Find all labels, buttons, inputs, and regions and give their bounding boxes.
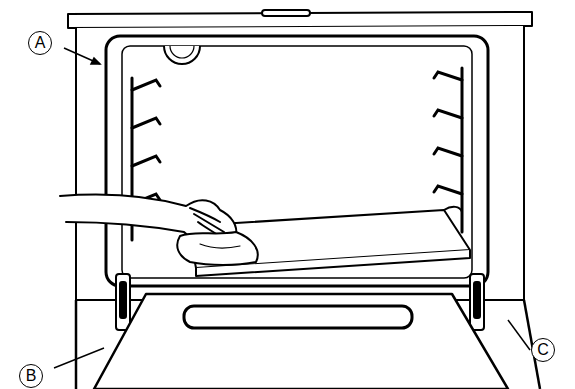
oven-cavity (106, 36, 488, 286)
top-vent (262, 10, 310, 16)
leader-lines (54, 48, 530, 368)
hand-with-cloth (60, 194, 258, 265)
oven-door (94, 294, 508, 389)
oven-light-inner (170, 46, 194, 58)
door-handle (184, 306, 412, 328)
callout-letter: C (531, 338, 555, 362)
frame-side-left (75, 300, 78, 389)
callout-letter: A (28, 31, 52, 55)
oven-frame (76, 26, 524, 300)
oven-light (164, 46, 200, 64)
tray-corner (444, 207, 462, 212)
cavity-back (122, 46, 472, 278)
callout-letter: B (19, 364, 43, 388)
